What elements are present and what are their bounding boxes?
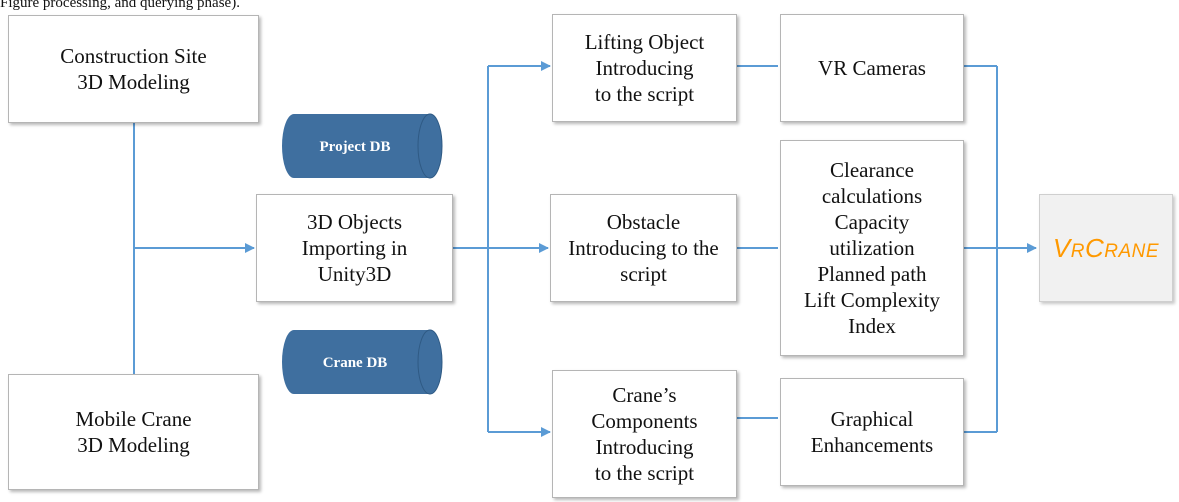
node-text-line: Construction Site bbox=[60, 44, 207, 68]
node-text-line: Introducing to the bbox=[568, 236, 719, 260]
vrcrane-letters-small: RANE bbox=[1104, 240, 1160, 262]
vrcrane-letter: C bbox=[1085, 232, 1105, 263]
calculations-box: Clearance calculations Capacity utilizat… bbox=[780, 140, 964, 356]
node-text-line: Introducing bbox=[595, 56, 694, 80]
project-db-label: Project DB bbox=[320, 139, 391, 155]
crane-components-box: Crane’s Components Introducing to the sc… bbox=[552, 370, 737, 498]
node-text-line: Index bbox=[848, 314, 896, 338]
graphical-enhancements-box: Graphical Enhancements bbox=[780, 378, 964, 486]
node-text-line: Unity3D bbox=[317, 262, 392, 286]
vrcrane-letters-small: R bbox=[1070, 240, 1085, 262]
node-text-line: to the script bbox=[594, 82, 695, 106]
node-text-line: to the script bbox=[594, 461, 695, 485]
vr-cameras-box: VR Cameras bbox=[780, 14, 964, 122]
node-text-line: Lift Complexity bbox=[804, 288, 940, 312]
node-text-line: Introducing bbox=[595, 435, 694, 459]
node-text-line: script bbox=[620, 262, 667, 286]
vrcrane-letter: V bbox=[1052, 232, 1071, 263]
obstacle-box: Obstacle Introducing to the script bbox=[550, 194, 737, 302]
node-text-line: Enhancements bbox=[810, 433, 934, 457]
vrcrane-label: VRCRANE bbox=[1053, 233, 1159, 264]
crane-db-database-icon: Crane DB bbox=[282, 329, 443, 395]
node-text-line: 3D Modeling bbox=[77, 433, 190, 457]
mobile-crane-modeling-box: Mobile Crane 3D Modeling bbox=[8, 374, 259, 490]
node-text-line: Obstacle bbox=[606, 210, 681, 234]
node-text-line: 3D Objects bbox=[306, 210, 403, 234]
header-caption-fragment: Figure processing, and querying phase). bbox=[0, 0, 240, 11]
node-text-line: Crane’s bbox=[612, 383, 677, 407]
node-text-line: 3D Modeling bbox=[77, 70, 190, 94]
node-text-line: Lifting Object bbox=[584, 30, 705, 54]
node-text-line: utilization bbox=[829, 236, 915, 260]
node-text-line: Capacity bbox=[834, 210, 910, 234]
construction-site-modeling-box: Construction Site 3D Modeling bbox=[8, 15, 259, 123]
importing-unity3d-box: 3D Objects Importing in Unity3D bbox=[256, 194, 453, 302]
node-text-line: Mobile Crane bbox=[75, 407, 192, 431]
vrcrane-output-box: VRCRANE bbox=[1039, 194, 1173, 302]
node-text-line: Graphical bbox=[830, 407, 914, 431]
node-text-line: VR Cameras bbox=[818, 56, 926, 80]
node-text-line: Planned path bbox=[817, 262, 927, 286]
project-db-database-icon: Project DB bbox=[282, 113, 443, 179]
lifting-object-box: Lifting Object Introducing to the script bbox=[552, 14, 737, 122]
crane-db-label: Crane DB bbox=[323, 355, 388, 371]
node-text-line: calculations bbox=[821, 184, 923, 208]
node-text-line: Clearance bbox=[830, 158, 914, 182]
node-text-line: Components bbox=[591, 409, 698, 433]
node-text-line: Importing in bbox=[301, 236, 408, 260]
